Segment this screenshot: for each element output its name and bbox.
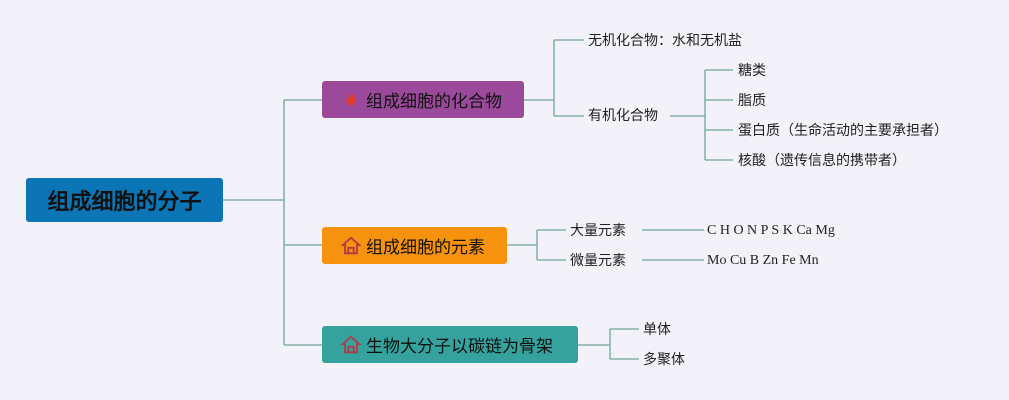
topic-macro-element-list[interactable]: C H O N P S K Ca Mg	[707, 221, 835, 241]
topic-proteins[interactable]: 蛋白质（生命活动的主要承担者）	[738, 121, 948, 141]
topic-polymer-label: 多聚体	[643, 352, 685, 368]
branch-compounds-label: 组成细胞的化合物	[366, 92, 502, 112]
topic-macro-element-list-label: C H O N P S K Ca Mg	[707, 223, 835, 238]
topic-lipids[interactable]: 脂质	[738, 91, 766, 111]
topic-inorganic-compounds[interactable]: 无机化合物：水和无机盐	[588, 31, 742, 51]
root-topic-label: 组成细胞的分子	[47, 190, 202, 215]
topic-lipids-label: 脂质	[738, 93, 766, 109]
branch-elements[interactable]: 组成细胞的元素	[322, 227, 507, 264]
topic-organic-compounds[interactable]: 有机化合物	[588, 106, 658, 126]
fire-icon	[346, 90, 356, 105]
topic-nucleic-acids-label: 核酸（遗传信息的携带者）	[738, 153, 906, 169]
topic-trace-element-list-label: Mo Cu B Zn Fe Mn	[707, 253, 819, 268]
topic-nucleic-acids[interactable]: 核酸（遗传信息的携带者）	[738, 151, 906, 171]
topic-macro-elements[interactable]: 大量元素	[570, 221, 626, 241]
topic-monomer-label: 单体	[643, 322, 671, 338]
branch-elements-label: 组成细胞的元素	[366, 238, 485, 258]
house-icon	[340, 335, 362, 353]
topic-sugars[interactable]: 糖类	[738, 61, 766, 81]
topic-inorganic-compounds-label: 无机化合物：水和无机盐	[588, 33, 742, 49]
topic-macro-elements-label: 大量元素	[570, 223, 626, 239]
house-icon	[340, 236, 362, 254]
topic-trace-elements[interactable]: 微量元素	[570, 251, 626, 271]
topic-trace-element-list[interactable]: Mo Cu B Zn Fe Mn	[707, 251, 819, 271]
branch-carbon-skeleton[interactable]: 生物大分子以碳链为骨架	[322, 326, 578, 363]
topic-monomer[interactable]: 单体	[643, 320, 671, 340]
root-topic[interactable]: 组成细胞的分子	[26, 178, 223, 222]
topic-trace-elements-label: 微量元素	[570, 253, 626, 269]
branch-carbon-skeleton-label: 生物大分子以碳链为骨架	[366, 337, 553, 357]
topic-proteins-label: 蛋白质（生命活动的主要承担者）	[738, 123, 948, 139]
topic-polymer[interactable]: 多聚体	[643, 350, 685, 370]
topic-organic-compounds-label: 有机化合物	[588, 108, 658, 124]
branch-compounds[interactable]: 组成细胞的化合物	[322, 81, 524, 118]
topic-sugars-label: 糖类	[738, 63, 766, 79]
